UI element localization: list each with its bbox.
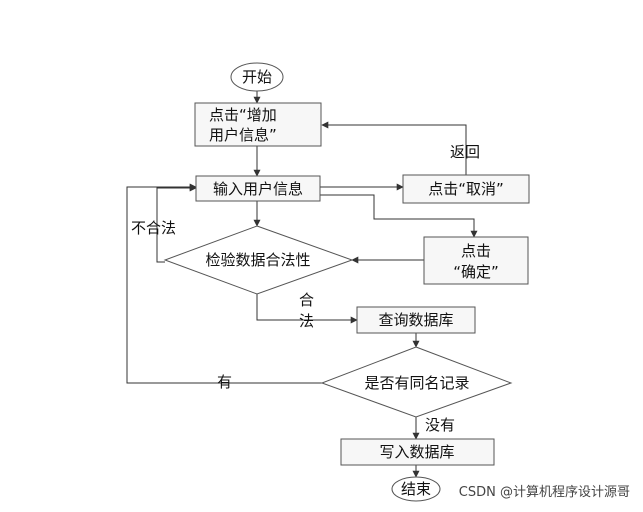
- node-same-name: 是否有同名记录: [320, 346, 513, 418]
- node-validate: 检验数据合法性: [163, 225, 354, 295]
- edge-label-invalid: 不合法: [131, 219, 176, 237]
- node-click-cancel-label: 点击“取消”: [428, 180, 504, 198]
- edge-label-none: 没有: [425, 416, 455, 434]
- edge-cancel-back-to-add: [321, 121, 467, 175]
- node-end: 结束: [391, 476, 441, 502]
- node-start-label: 开始: [242, 68, 272, 86]
- node-end-label: 结束: [401, 480, 431, 498]
- node-click-add: 点击“增加 用户信息”: [194, 102, 322, 147]
- node-click-add-line2: 用户信息”: [209, 126, 277, 144]
- edge-label-valid-2: 法: [299, 312, 314, 330]
- node-input-info-label: 输入用户信息: [213, 180, 303, 198]
- node-query-db-label: 查询数据库: [378, 311, 453, 329]
- node-write-db: 写入数据库: [340, 438, 495, 466]
- edge-input-to-confirm: [320, 194, 478, 238]
- edge-label-valid-1: 合: [299, 291, 314, 309]
- node-click-confirm-line2: “确定”: [453, 263, 499, 281]
- edge-valid-to-query: [256, 294, 358, 324]
- node-click-cancel: 点击“取消”: [402, 174, 530, 204]
- node-click-add-line1: 点击“增加: [209, 106, 277, 124]
- connectors: [126, 91, 478, 478]
- node-write-db-label: 写入数据库: [379, 443, 454, 461]
- edge-label-has: 有: [217, 373, 232, 391]
- edge-label-back: 返回: [450, 143, 480, 161]
- node-validate-label: 检验数据合法性: [205, 251, 310, 269]
- node-click-confirm: 点击 “确定”: [423, 236, 529, 285]
- node-input-info: 输入用户信息: [195, 175, 321, 202]
- node-same-name-label: 是否有同名记录: [364, 374, 469, 392]
- csdn-watermark: CSDN @计算机程序设计源哥: [459, 485, 630, 500]
- node-click-confirm-line1: 点击: [461, 242, 491, 260]
- edge-has-to-input: [126, 183, 322, 384]
- node-query-db: 查询数据库: [356, 306, 476, 334]
- node-start: 开始: [230, 62, 284, 92]
- edge-invalid-to-input: [156, 184, 197, 263]
